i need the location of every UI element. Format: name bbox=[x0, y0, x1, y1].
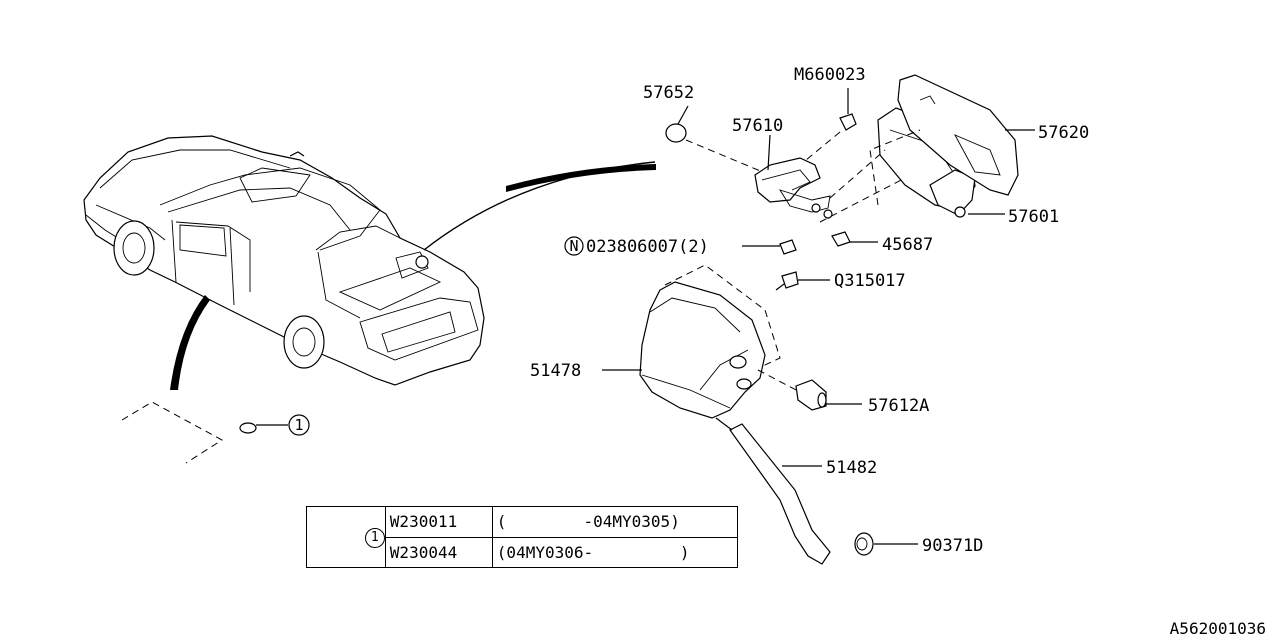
table-key-cell: 1 bbox=[306, 506, 386, 568]
callout-N023806007: 023806007(2) bbox=[586, 237, 709, 257]
callout-N-prefix: N bbox=[569, 237, 578, 255]
callout-M660023: M660023 bbox=[794, 65, 866, 85]
callout-57652: 57652 bbox=[643, 83, 694, 103]
callout-ref1: 1 bbox=[294, 416, 303, 434]
callout-57610: 57610 bbox=[732, 116, 783, 136]
callout-57601: 57601 bbox=[1008, 207, 1059, 227]
table-key: 1 bbox=[364, 528, 385, 548]
table-row: W230044 (04MY0306- ) bbox=[307, 536, 738, 568]
callout-labels: 57652 M660023 57610 57620 57601 45687 N … bbox=[530, 65, 1089, 556]
table-row: 1 W230011 ( -04MY0305) bbox=[306, 506, 738, 568]
callout-57612A: 57612A bbox=[868, 396, 929, 416]
callout-45687: 45687 bbox=[882, 235, 933, 255]
applicability-table: 1 W230011 ( -04MY0305) W230044 (04MY0306… bbox=[306, 506, 738, 568]
diagram-id: A562001036 bbox=[1169, 619, 1266, 638]
part-code: W230011 bbox=[384, 506, 493, 538]
part-code: W230044 bbox=[384, 536, 493, 568]
model-range: ( -04MY0305) bbox=[491, 506, 738, 538]
callout-90371D: 90371D bbox=[922, 536, 983, 556]
callout-Q315017: Q315017 bbox=[834, 271, 906, 291]
reference-circle-1 bbox=[288, 414, 310, 436]
callout-57620: 57620 bbox=[1038, 123, 1089, 143]
vehicle-illustration bbox=[83, 135, 656, 390]
fuel-lid-assembly bbox=[602, 74, 1035, 565]
n-prefix-circle bbox=[564, 236, 584, 256]
model-range: (04MY0306- ) bbox=[491, 536, 738, 568]
callout-51478: 51478 bbox=[530, 361, 581, 381]
callout-51482: 51482 bbox=[826, 458, 877, 478]
detail-view: 1 bbox=[121, 401, 310, 464]
